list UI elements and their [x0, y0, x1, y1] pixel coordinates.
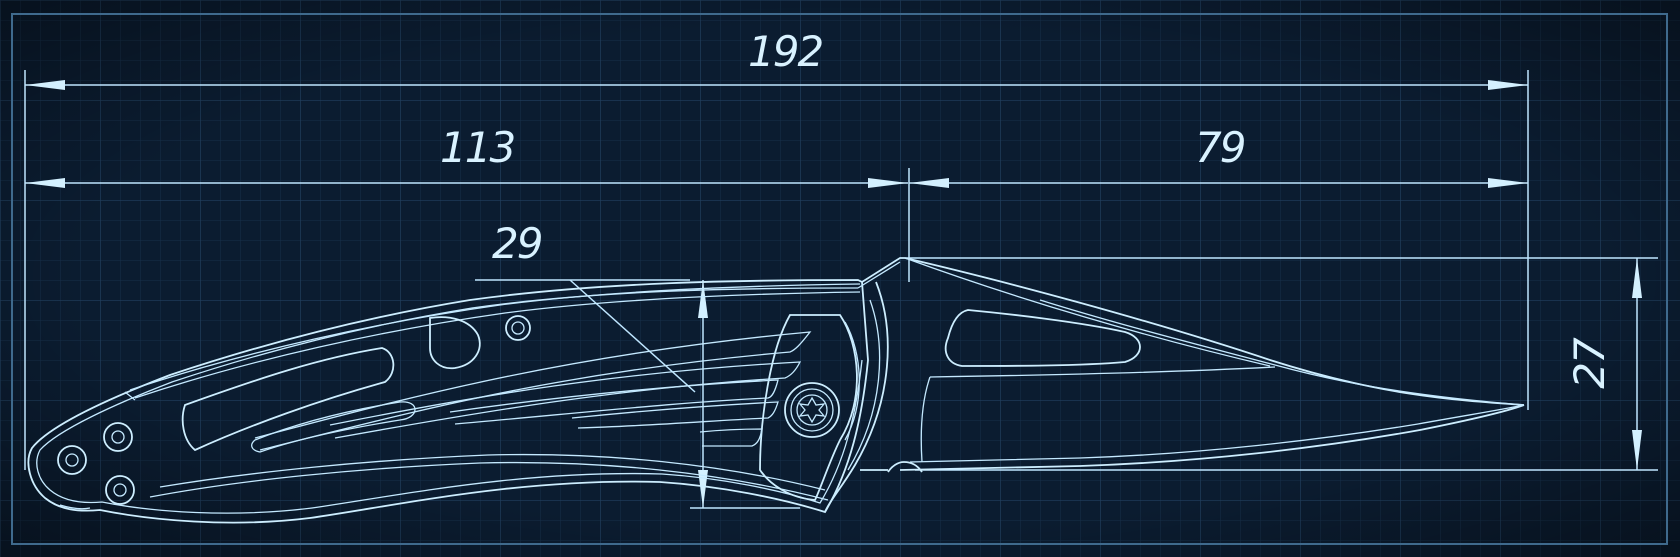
dimension-blade-height: 27 [905, 257, 1658, 471]
screw-pommel-2 [103, 422, 133, 452]
handle-screws [57, 315, 840, 510]
screw-pommel-1 [57, 445, 87, 475]
screw-top [505, 315, 531, 341]
dim-blade-height: 27 [1565, 337, 1614, 389]
dim-overall-length: 192 [748, 27, 822, 76]
frame-border [11, 13, 1668, 545]
dimension-handle: 113 [25, 123, 908, 188]
dimension-overall: 192 [24, 27, 1529, 470]
dimension-handle-height: 29 [475, 219, 800, 509]
screw-pommel-3 [105, 475, 135, 505]
dim-handle-length: 113 [440, 123, 514, 172]
pivot-screw [784, 382, 840, 438]
dim-blade-length: 79 [1195, 123, 1245, 172]
knife-blade [860, 257, 1525, 473]
knife-handle [27, 257, 905, 524]
dimension-blade: 79 [908, 123, 1528, 282]
dim-handle-height: 29 [492, 219, 542, 268]
